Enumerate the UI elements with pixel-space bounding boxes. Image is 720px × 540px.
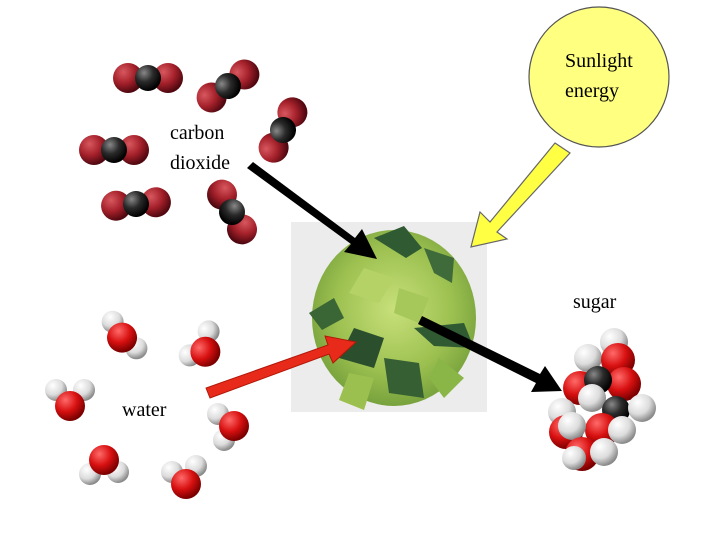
sun — [528, 6, 670, 148]
sunlight-label-line1: Sunlight — [565, 50, 633, 72]
plant-image — [291, 222, 487, 412]
carbon-dioxide-molecules — [79, 59, 308, 245]
arrow-water-to-plant — [205, 335, 358, 399]
water-molecule — [79, 445, 129, 485]
arrow-plant-to-sugar — [418, 316, 562, 392]
sugar-molecule — [548, 328, 656, 471]
arrow-carbon-dioxide-to-plant — [247, 162, 377, 259]
sunlight-label-line2: energy — [565, 80, 620, 102]
carbon-dioxide-label: carbon dioxide — [170, 118, 230, 178]
sunlight-energy-label: Sunlight energy — [565, 46, 633, 106]
water-molecule — [178, 320, 221, 367]
co2-molecule — [207, 179, 257, 245]
co2-molecule — [196, 59, 260, 113]
water-molecule — [207, 403, 249, 451]
water-molecules — [45, 310, 249, 499]
co2-molecule — [258, 97, 308, 163]
co2-molecule — [79, 135, 149, 165]
water-molecule — [101, 310, 148, 360]
water-label: water — [122, 399, 167, 421]
sugar-label: sugar — [573, 291, 617, 313]
carbon-label-line1: carbon — [170, 122, 225, 144]
carbon-label-line2: dioxide — [170, 152, 230, 174]
arrow-sunlight-to-plant — [470, 142, 571, 248]
water-molecule — [45, 379, 95, 421]
water-molecule — [161, 455, 207, 499]
co2-molecule — [101, 187, 171, 221]
co2-molecule — [113, 63, 183, 93]
arrows — [205, 142, 571, 399]
